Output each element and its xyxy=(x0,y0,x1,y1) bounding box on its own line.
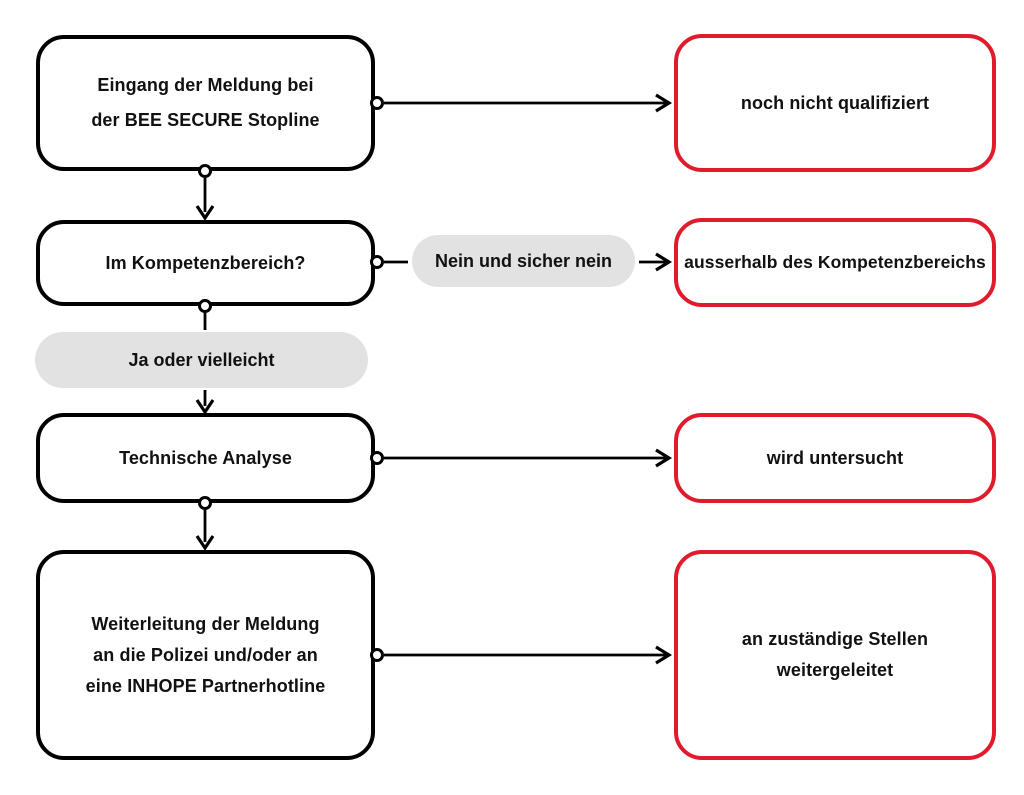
edge-competence-to-no-label xyxy=(370,255,408,269)
status-under-investigation: wird untersucht xyxy=(674,413,996,503)
node-intake-label-line2: der BEE SECURE Stopline xyxy=(91,110,320,130)
edge-analysis-to-investigation xyxy=(370,448,673,468)
node-forwarding-label-line1: Weiterleitung der Meldung xyxy=(91,613,320,634)
edge-analysis-to-forwarding xyxy=(195,496,215,551)
status-forwarded-label-line2: weitergeleitet xyxy=(776,660,894,680)
status-forwarded: an zuständige Stellen weitergeleitet xyxy=(674,550,996,760)
node-competence-check: Im Kompetenzbereich? xyxy=(36,220,375,306)
node-intake: Eingang der Meldung bei der BEE SECURE S… xyxy=(36,35,375,171)
status-outside-competence-label: ausserhalb des Kompetenzbereichs xyxy=(684,252,986,272)
status-not-yet-qualified: noch nicht qualifiziert xyxy=(674,34,996,172)
edge-no-label-to-outside xyxy=(639,252,673,272)
node-technical-analysis: Technische Analyse xyxy=(36,413,375,503)
node-forwarding-label-line2: an die Polizei und/oder an xyxy=(93,644,318,665)
edge-label-no-branch-text: Nein und sicher nein xyxy=(434,250,613,271)
node-forwarding: Weiterleitung der Meldung an die Polizei… xyxy=(36,550,375,760)
status-outside-competence: ausserhalb des Kompetenzbereichs xyxy=(674,218,996,307)
edge-label-yes-branch-text: Ja oder vielleicht xyxy=(128,349,275,370)
edge-forwarding-to-forwarded xyxy=(370,645,673,665)
status-not-yet-qualified-label: noch nicht qualifiziert xyxy=(740,92,930,113)
node-technical-analysis-label: Technische Analyse xyxy=(119,447,292,468)
node-competence-check-label: Im Kompetenzbereich? xyxy=(105,252,306,273)
edge-intake-to-competence xyxy=(195,164,215,221)
edge-label-yes-branch: Ja oder vielleicht xyxy=(35,332,368,388)
node-intake-label-line1: Eingang der Meldung bei xyxy=(97,75,314,95)
node-forwarding-label-line3: eine INHOPE Partnerhotline xyxy=(85,675,326,696)
edge-intake-to-not-yet-qualified xyxy=(370,93,673,113)
status-forwarded-label-line1: an zuständige Stellen xyxy=(741,629,929,649)
status-under-investigation-label: wird untersucht xyxy=(766,447,904,468)
edge-label-no-branch: Nein und sicher nein xyxy=(412,235,635,287)
